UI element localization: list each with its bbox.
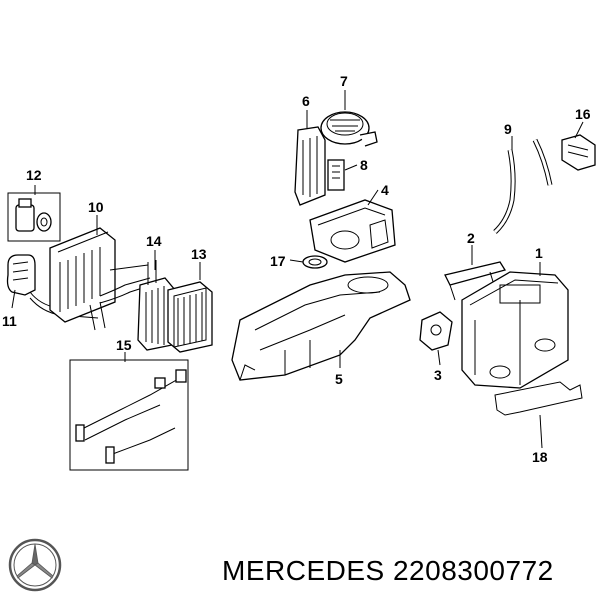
part-10-heater-core: [49, 227, 153, 331]
part-16-connector: [561, 134, 596, 171]
part-12-expansion-valve: [7, 192, 61, 242]
part-4-blower-housing: [309, 199, 396, 263]
callout-16: 16: [575, 106, 591, 122]
part-13-cabin-filter: [167, 281, 213, 353]
callout-3: 3: [434, 367, 442, 383]
callout-17: 17: [270, 253, 286, 269]
callout-4: 4: [381, 182, 389, 198]
part-7-blower-motor: [320, 111, 378, 147]
callout-12: 12: [26, 167, 42, 183]
callout-15: 15: [116, 337, 132, 353]
callout-14: 14: [146, 233, 162, 249]
part-15-actuator-cables: [69, 359, 189, 471]
mercedes-star-logo: [8, 538, 62, 592]
part-1-hvac-housing: [461, 271, 569, 389]
part-17-grommet: [302, 255, 328, 269]
part-8-blower-resistor: [327, 159, 345, 191]
callout-8: 8: [360, 157, 368, 173]
callout-7: 7: [340, 73, 348, 89]
footer-brand-partnumber: MERCEDES 2208300772: [222, 555, 554, 587]
leader-lines: [11, 90, 584, 449]
callout-18: 18: [532, 449, 548, 465]
callout-6: 6: [302, 93, 310, 109]
part-18-seal: [494, 381, 583, 416]
callout-1: 1: [535, 245, 543, 261]
brand-name: MERCEDES: [222, 555, 385, 586]
part-3-actuator: [419, 311, 453, 351]
callout-2: 2: [467, 230, 475, 246]
callout-11: 11: [2, 313, 17, 329]
callout-labels: 12 10 11 14 13 15 6 7 8 4 17 5 9 16 2 1 …: [2, 73, 591, 465]
callout-5: 5: [335, 371, 343, 387]
part-5-hvac-case: [231, 271, 411, 381]
callout-13: 13: [191, 246, 207, 262]
part-number: 2208300772: [392, 555, 554, 586]
part-6-air-duct: [294, 126, 326, 206]
part-9-drain-hose: [493, 138, 553, 234]
callout-9: 9: [504, 121, 512, 137]
callout-10: 10: [88, 199, 104, 215]
